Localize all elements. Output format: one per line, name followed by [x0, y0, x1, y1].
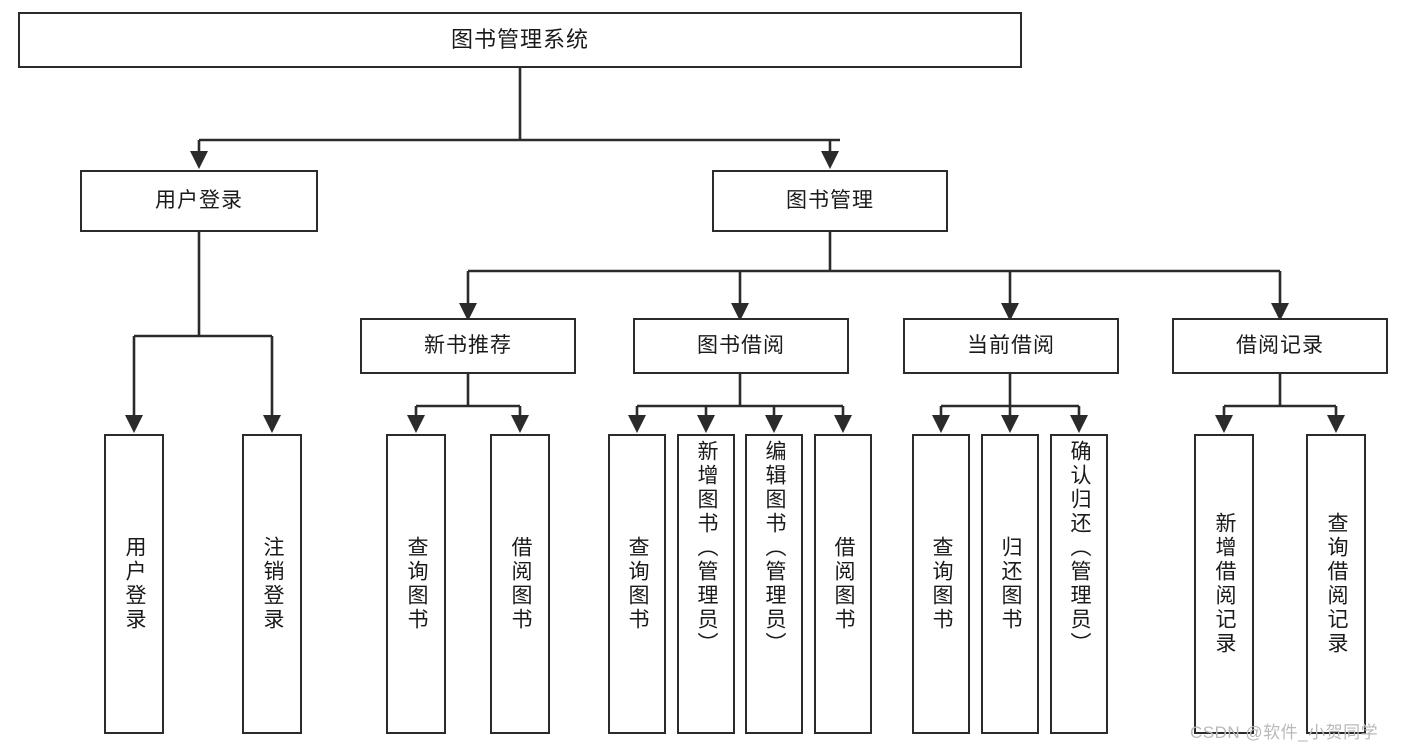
- node-leaf-borrow-book-1[interactable]: 借阅图书: [490, 434, 550, 734]
- node-leaf-borrow-book-2[interactable]: 借阅图书: [814, 434, 872, 734]
- node-book-manage[interactable]: 图书管理: [712, 170, 948, 232]
- node-leaf-user-login[interactable]: 用户登录: [104, 434, 164, 734]
- node-leaf-add-record[interactable]: 新增借阅记录: [1194, 434, 1254, 734]
- node-user-login[interactable]: 用户登录: [80, 170, 318, 232]
- node-leaf-query-book-1[interactable]: 查询图书: [386, 434, 446, 734]
- node-leaf-logout-login[interactable]: 注销登录: [242, 434, 302, 734]
- node-borrow-record[interactable]: 借阅记录: [1172, 318, 1388, 374]
- node-leaf-add-book[interactable]: 新增图书（管理员）: [677, 434, 735, 734]
- node-leaf-return-book[interactable]: 归还图书: [981, 434, 1039, 734]
- node-leaf-edit-book[interactable]: 编辑图书（管理员）: [745, 434, 803, 734]
- csdn-watermark: CSDN @软件_小贺同学: [1190, 723, 1379, 742]
- node-leaf-query-record[interactable]: 查询借阅记录: [1306, 434, 1366, 734]
- node-leaf-query-book-3[interactable]: 查询图书: [912, 434, 970, 734]
- node-new-book-recommend[interactable]: 新书推荐: [360, 318, 576, 374]
- node-root-system[interactable]: 图书管理系统: [18, 12, 1022, 68]
- node-leaf-query-book-2[interactable]: 查询图书: [608, 434, 666, 734]
- node-leaf-confirm-return[interactable]: 确认归还（管理员）: [1050, 434, 1108, 734]
- node-book-borrow[interactable]: 图书借阅: [633, 318, 849, 374]
- node-current-borrow[interactable]: 当前借阅: [903, 318, 1119, 374]
